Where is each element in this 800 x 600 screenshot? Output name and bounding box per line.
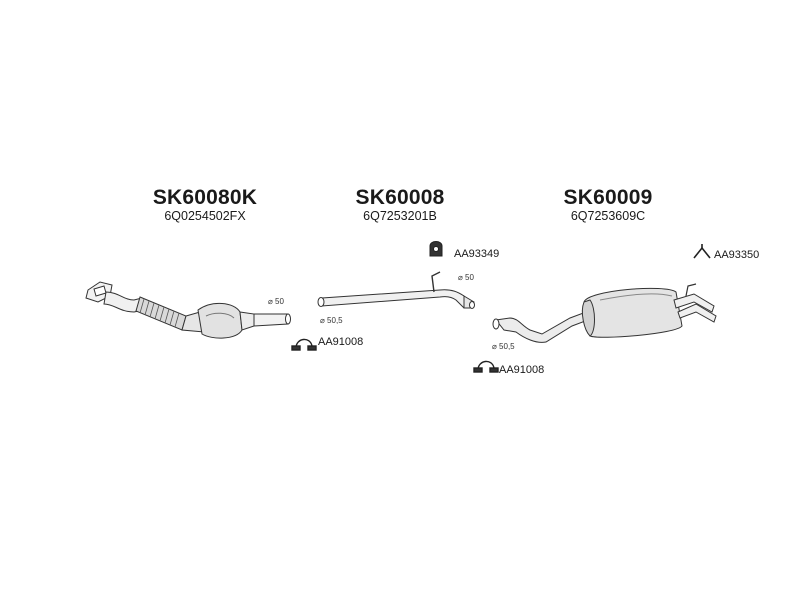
bracket-icon[interactable]: [693, 244, 711, 259]
oem-number: 6Q7253609C: [570, 209, 646, 223]
diameter-label: ⌀ 50: [458, 273, 474, 282]
oem-number: 6Q7253201B: [363, 209, 437, 223]
part-code: SK60009: [563, 186, 653, 209]
accessory-ref[interactable]: AA93349: [454, 248, 500, 260]
clamp-icon[interactable]: [291, 338, 317, 351]
diameter-label: ⌀ 50,5: [320, 316, 343, 325]
part-code: SK60080K: [152, 186, 258, 209]
rear-silencer[interactable]: [492, 283, 717, 343]
part-code: SK60008: [355, 186, 445, 209]
rubber-hanger-icon[interactable]: [429, 241, 443, 257]
clamp-icon[interactable]: [473, 360, 499, 373]
accessory-ref[interactable]: AA91008: [318, 336, 364, 348]
accessory-ref[interactable]: AA93350: [714, 249, 760, 261]
oem-number: 6Q0254502FX: [164, 209, 246, 223]
accessory-ref[interactable]: AA91008: [499, 364, 545, 376]
diameter-label: ⌀ 50,5: [492, 342, 515, 351]
front-pipe-catalytic-converter[interactable]: [85, 281, 291, 339]
diameter-label: ⌀ 50: [268, 297, 284, 306]
intermediate-pipe[interactable]: [317, 271, 475, 309]
